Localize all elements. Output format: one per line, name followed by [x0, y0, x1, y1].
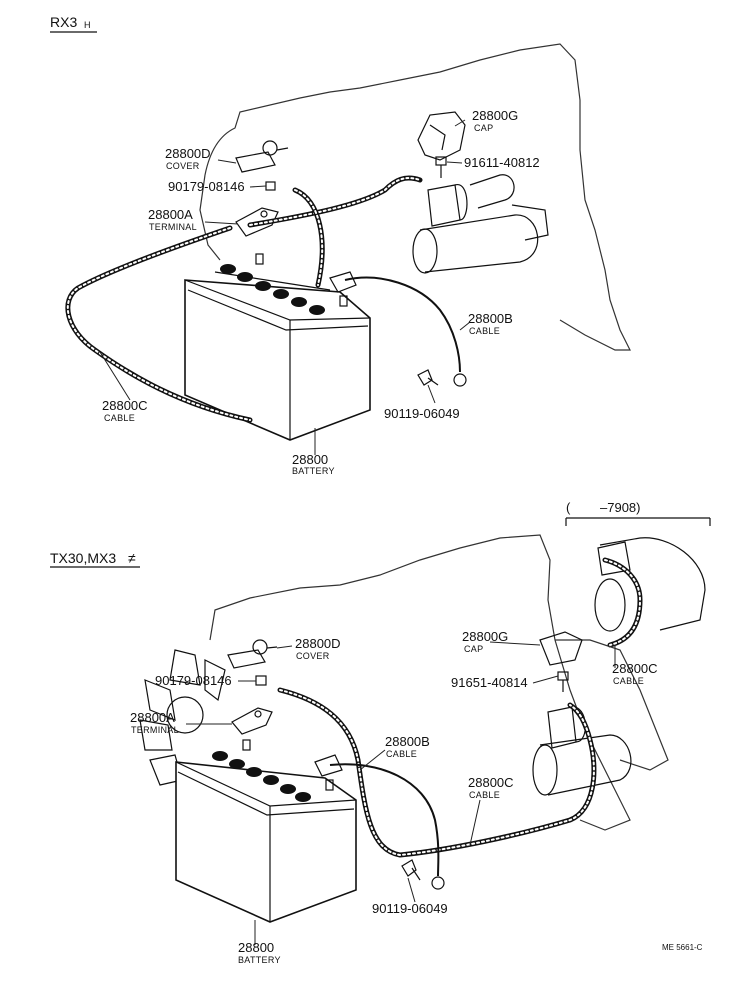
bolt-90179 [265, 181, 276, 191]
label-28800a-sub: TERMINAL [149, 222, 197, 232]
terminal-28800a [231, 707, 273, 735]
label-91611: 91611-40812 [464, 155, 540, 170]
battery-28800 [175, 739, 357, 923]
label-28800c-sub: CABLE [104, 413, 135, 423]
engine-outline-right [555, 639, 669, 771]
cable-28800b [314, 754, 445, 890]
label-28800c: 28800C [468, 775, 514, 790]
label-28800: 28800 [292, 452, 328, 467]
bolt-90119 [401, 859, 421, 881]
starter-motor [412, 174, 549, 274]
cover-28800d [235, 140, 289, 173]
label-28800c: 28800C [102, 398, 148, 413]
engine-outline-lower [199, 174, 221, 261]
label-28800g-sub: CAP [474, 123, 493, 133]
bolt-91651 [557, 671, 569, 692]
label-90119: 90119-06049 [372, 901, 448, 916]
leader-lines [99, 119, 471, 455]
label-28800b-sub: CABLE [469, 326, 500, 336]
label-28800g-sub: CAP [464, 644, 483, 654]
label-28800c-inset: 28800C [612, 661, 658, 676]
label-90179: 90179-08146 [155, 673, 232, 688]
inset-cable-28800c [602, 557, 643, 648]
label-28800c-inset-sub: CABLE [613, 676, 644, 686]
cover-28800d [227, 639, 278, 669]
label-28800b: 28800B [385, 734, 430, 749]
section-title: RX3 [50, 14, 77, 30]
battery-caps [212, 751, 311, 802]
battery-terminal-post [242, 739, 334, 791]
label-28800d-sub: COVER [166, 161, 200, 171]
engine-outline [209, 534, 631, 831]
figure-code: ME 5661-C [662, 943, 703, 952]
bolt-90179 [255, 675, 267, 686]
section-title: TX30,MX3 [50, 550, 116, 566]
section-rx3: RX3 H [50, 14, 631, 476]
inset-bracket [565, 517, 711, 526]
label-28800g: 28800G [462, 629, 508, 644]
label-28800b-sub: CABLE [386, 749, 417, 759]
label-28800: 28800 [238, 940, 274, 955]
leader-lines [186, 641, 616, 945]
label-91651: 91651-40814 [451, 675, 528, 690]
label-28800a: 28800A [130, 710, 175, 725]
label-28800-sub: BATTERY [292, 466, 335, 476]
label-90119: 90119-06049 [384, 406, 460, 421]
cap-28800g [539, 631, 583, 666]
inset-starter [594, 537, 706, 632]
cable-28800b [329, 271, 467, 387]
label-28800d: 28800D [295, 636, 341, 651]
label-28800c-sub: CABLE [469, 790, 500, 800]
label-28800d-sub: COVER [296, 651, 330, 661]
battery-caps [220, 264, 325, 315]
label-28800a-sub: TERMINAL [131, 725, 179, 735]
bolt-91611 [435, 156, 447, 178]
section-tx30-mx3: TX30,MX3 ≠ ( –7908) [50, 500, 711, 965]
section-title-suffix: ≠ [128, 550, 136, 566]
cable-28800c-drop [292, 187, 325, 288]
cap-28800g [417, 111, 466, 161]
label-28800a: 28800A [148, 207, 193, 222]
battery-terminal-post [255, 253, 348, 307]
label-90179: 90179-08146 [168, 179, 245, 194]
section-title-suffix: H [84, 20, 91, 30]
engine-outline [204, 43, 631, 351]
bolt-90119 [417, 369, 439, 386]
date-open-paren: ( [566, 500, 571, 515]
label-28800b: 28800B [468, 311, 513, 326]
label-28800-sub: BATTERY [238, 955, 281, 965]
date-range: –7908) [600, 500, 640, 515]
label-28800d: 28800D [165, 146, 211, 161]
label-28800g: 28800G [472, 108, 518, 123]
battery-28800 [184, 253, 371, 441]
cable-28800c [277, 687, 597, 858]
cable-28800c [65, 175, 423, 423]
